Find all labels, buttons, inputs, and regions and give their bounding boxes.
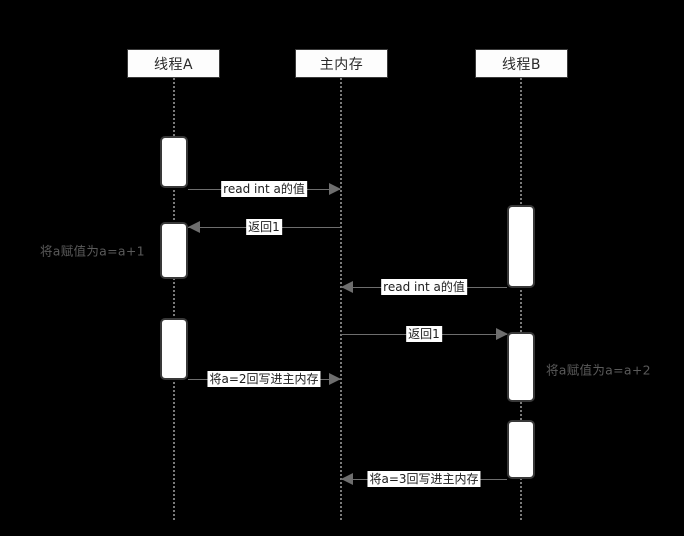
activation-threadA-2 bbox=[160, 222, 188, 279]
activation-threadB-2 bbox=[507, 332, 535, 402]
actor-label-memory: 主内存 bbox=[319, 56, 364, 73]
message-arrowhead-1 bbox=[329, 183, 341, 195]
actor-header-memory[interactable]: 主内存 bbox=[295, 49, 388, 78]
actor-header-threadB[interactable]: 线程B bbox=[475, 49, 568, 78]
message-label-5: 将a=2回写进主内存 bbox=[207, 371, 321, 387]
message-arrowhead-2 bbox=[188, 221, 200, 233]
lifeline-threadB bbox=[520, 78, 522, 520]
actor-header-threadA[interactable]: 线程A bbox=[127, 49, 220, 78]
message-label-6: 将a=3回写进主内存 bbox=[367, 471, 481, 487]
activation-threadB-1 bbox=[507, 205, 535, 288]
lifeline-threadA bbox=[173, 78, 175, 520]
activation-threadB-3 bbox=[507, 420, 535, 479]
message-arrowhead-6 bbox=[341, 473, 353, 485]
message-label-4: 返回1 bbox=[406, 326, 442, 342]
message-arrowhead-3 bbox=[341, 281, 353, 293]
message-arrowhead-4 bbox=[496, 328, 508, 340]
note-threadA-assign: 将a赋值为a=a+1 bbox=[40, 243, 145, 259]
message-arrowhead-5 bbox=[329, 373, 341, 385]
activation-threadA-1 bbox=[160, 136, 188, 188]
activation-threadA-3 bbox=[160, 318, 188, 380]
message-label-1: read int a的值 bbox=[221, 181, 307, 197]
actor-label-threadA: 线程A bbox=[153, 56, 194, 73]
message-label-3: read int a的值 bbox=[381, 279, 467, 295]
message-label-2: 返回1 bbox=[246, 219, 282, 235]
actor-label-threadB: 线程B bbox=[501, 56, 542, 73]
lifeline-memory bbox=[340, 78, 342, 520]
note-threadB-assign: 将a赋值为a=a+2 bbox=[546, 362, 651, 378]
